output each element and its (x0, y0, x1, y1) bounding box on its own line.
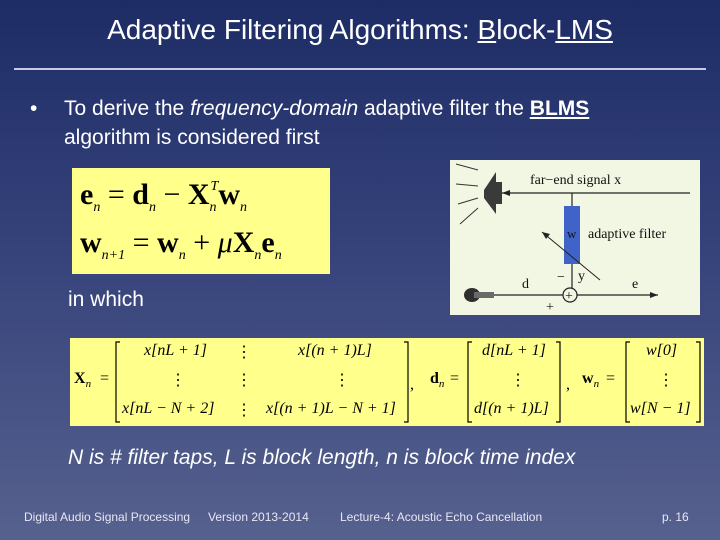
w-cell-vdots: ⋮ (658, 372, 674, 389)
comma-1: , (410, 376, 414, 393)
title-divider (14, 68, 706, 70)
arrow-head (650, 292, 658, 298)
microphone-handle (474, 292, 494, 298)
x-cell-dots-top: ⋮ (236, 344, 252, 361)
footer-course: Digital Audio Signal Processing (24, 510, 191, 524)
in-which-text: in which (68, 288, 144, 311)
bracket-right-d (556, 341, 561, 423)
bracket-left-d (467, 341, 472, 423)
d-cell-vdots: ⋮ (510, 372, 526, 389)
microphone-icon (464, 288, 480, 302)
notation-note: N is # filter taps, L is block length, n… (68, 446, 576, 469)
footer-version: Version 2013-2014 (208, 510, 309, 524)
bullet-point: • To derive the frequency-domain adaptiv… (30, 94, 694, 152)
diagram-svg: far−end signal x w adaptive filter y − +… (455, 163, 690, 315)
loudspeaker-body (496, 182, 502, 204)
echo-canceller-diagram: far−end signal x w adaptive filter y − +… (450, 160, 700, 315)
equals-sign-3: = (606, 370, 616, 387)
arrow-head (502, 190, 510, 196)
matrix-brackets (115, 341, 701, 423)
far-end-label: far−end signal x (530, 173, 621, 188)
plus-sign: + (546, 300, 554, 315)
x-cell-dots-mid: ⋮ (236, 372, 252, 389)
wn-symbol: wn (582, 370, 600, 391)
footer-page-number: p. 16 (662, 510, 689, 524)
equation-error: en = dn − XnTwn (80, 178, 247, 215)
bullet-strong: BLMS (529, 97, 590, 120)
xn-symbol: Xn (74, 370, 92, 391)
bracket-right-w (696, 341, 701, 423)
adaptive-filter-label: adaptive filter (588, 227, 666, 242)
w-cell-3: w[N − 1] (630, 400, 691, 417)
x-cell-1-2: x[(n + 1)L] (298, 342, 372, 359)
title-text-2: lock- (496, 14, 556, 45)
bullet-em: frequency-domain (190, 97, 359, 120)
minus-sign: − (557, 270, 565, 285)
equation-update: wn+1 = wn + μXnen (80, 226, 282, 263)
bracket-left-x (115, 341, 120, 423)
equals-sign: = (100, 370, 110, 387)
d-cell-1: d[nL + 1] (482, 342, 546, 359)
e-label: e (632, 277, 638, 292)
equation-box: en = dn − XnTwn wn+1 = wn + μXnen (72, 168, 330, 274)
adaptation-arrow (541, 231, 601, 281)
junction-plus: + (565, 289, 573, 304)
x-cell-vdots: ⋮ (170, 372, 186, 389)
w-cell-1: w[0] (646, 342, 678, 359)
equals-sign-2: = (450, 370, 460, 387)
title-underlined-lms: LMS (555, 14, 613, 45)
w-label: w (567, 226, 577, 241)
bullet-dot-icon: • (30, 97, 38, 120)
slide-title: Adaptive Filtering Algorithms: Block-LMS (0, 14, 720, 46)
adaptive-filter-block (564, 206, 580, 264)
x-cell-vdots-2: ⋮ (334, 372, 350, 389)
d-label: d (522, 277, 529, 292)
sound-ray (455, 183, 479, 187)
arrow-head (542, 232, 550, 239)
bullet-text: To derive the frequency-domain adaptive … (64, 97, 590, 149)
sound-ray (455, 163, 479, 171)
x-cell-3-2: x[(n + 1)L − N + 1] (266, 400, 396, 417)
dn-symbol: dn (430, 370, 445, 391)
sound-ray (459, 207, 479, 225)
sound-ray (457, 197, 479, 205)
x-cell-dots-bottom: ⋮ (236, 402, 252, 419)
x-cell-3-1: x[nL − N + 2] (122, 400, 215, 417)
d-cell-3: d[(n + 1)L] (474, 400, 549, 417)
loudspeaker-icon (484, 172, 496, 214)
x-cell-1-1: x[nL + 1] (144, 342, 207, 359)
matrix-definitions-box: Xn = x[nL + 1] x[(n + 1)L] ⋮ ⋮ ⋮ ⋮ ⋮ x[n… (70, 338, 704, 426)
title-text: Adaptive Filtering Algorithms: (107, 14, 478, 45)
title-underlined-b: B (477, 14, 497, 45)
comma-2: , (566, 376, 570, 393)
bracket-right-x (404, 341, 409, 423)
y-label: y (578, 269, 585, 284)
bracket-left-w (625, 341, 630, 423)
footer-lecture: Lecture-4: Acoustic Echo Cancellation (340, 510, 543, 524)
